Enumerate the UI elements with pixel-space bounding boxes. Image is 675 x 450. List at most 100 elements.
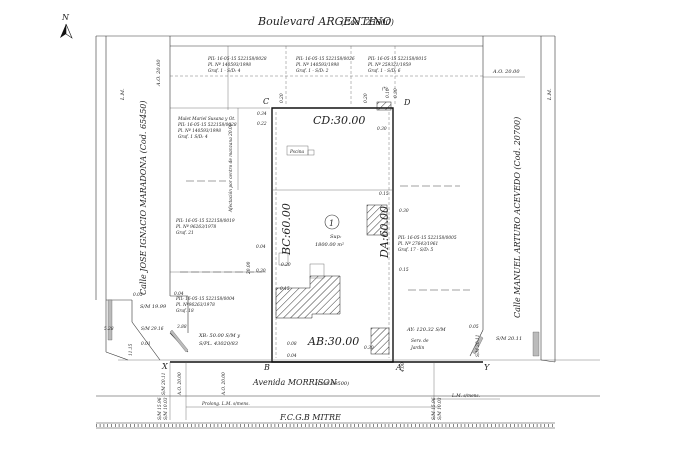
vertex-d: D <box>403 98 411 107</box>
parcel-text: Mulet Mariel Susana y Ot. <box>177 117 235 122</box>
point-y: Y <box>484 363 490 372</box>
corner-chamfer <box>131 321 161 361</box>
setback-label: Afectación por centro de manzana 20.00 <box>229 123 234 213</box>
building-bottom-right <box>370 327 390 355</box>
parcel-left-3: PII: 16-05-15 522158/0004 Pl. Nº96263/19… <box>175 297 235 314</box>
left-lm-label: L.M. <box>120 88 126 101</box>
point-x: X <box>161 362 168 371</box>
parcel-text: Pl. Nº 140593/1998 <box>177 128 221 134</box>
dim: 0.30 <box>256 269 266 274</box>
curb-corner-right <box>471 335 484 355</box>
parcel-text: Graf. 17 - S/D: 5 <box>398 248 434 253</box>
parcel-right-1: PII: 16-05-15 522158/0005 Pl. Nº 27643/1… <box>397 236 457 253</box>
dim: 0.15 <box>280 287 290 292</box>
side-ab: AB:30.00 <box>307 335 359 348</box>
pool-step <box>307 149 315 156</box>
sm-bottom: S/M 10.03 <box>164 397 169 420</box>
curb-left <box>107 299 113 341</box>
sm-bottom: S/M 10.03 <box>438 397 443 420</box>
serv-label: Serv. de <box>411 339 429 344</box>
lot-number-circle <box>324 214 340 230</box>
parcel-text: Graf. 21 <box>176 231 194 236</box>
parcel-text: Graf. 1 - S/D: 4 <box>208 69 241 74</box>
side-bc: BC:60.00 <box>280 203 293 256</box>
sm-bottom: S/M 15.96 <box>432 397 437 420</box>
lm-right-label: L.M. s/mens. <box>451 394 480 399</box>
avenue-name: Avenida MORRISON <box>252 378 338 387</box>
dim: 0.20 <box>364 93 369 103</box>
dim: 0.04 <box>174 292 184 297</box>
dim: 0.04 <box>287 354 297 359</box>
ao-bottom: A.O. 20.00 <box>222 372 227 396</box>
vertex-b: B <box>263 363 270 372</box>
pool-label: Pscina <box>289 150 305 155</box>
parcel-top-3: PII: 16-05-15 522158/0015 Pl. Nº 259321/… <box>367 57 427 74</box>
parcel-text: Pl. Nº96263/1978 <box>175 302 215 308</box>
parcel-text: PII: 16-05-15 522158/0019 <box>175 219 235 224</box>
dim: 0.30 <box>364 346 374 351</box>
rail-name: F.C.G.B MITRE <box>279 413 341 422</box>
railway: F.C.G.B MITRE <box>96 413 555 429</box>
dim: 0.15 <box>379 192 389 197</box>
dim: 0.01 <box>141 342 151 347</box>
top-street-code: (Cod. 25600) <box>341 18 394 27</box>
lot-number: 1 <box>329 219 334 228</box>
sm-label: S/M 20.11 <box>476 335 481 357</box>
parcel-text: PII: 16-05-15 522158/0004 <box>175 297 235 302</box>
parcel-left-1: Mulet Mariel Susana y Ot. PII: 16-05-15 … <box>177 117 237 140</box>
building-right <box>366 204 388 236</box>
corner-edge <box>540 359 556 363</box>
sm-bottom: S/M 20.11 <box>162 373 167 395</box>
dim: 0.30 <box>399 209 409 214</box>
dimension-labels: 0.20 0.34 0.22 0.20 (*) 0.10 0.30 0.30 0… <box>247 87 479 373</box>
dim: 0.05 <box>133 293 143 298</box>
dim: 0.05 <box>469 325 479 330</box>
parcel-top-1: PII: 16-05-15 522158/0028 Pl. Nº 140593/… <box>207 57 267 74</box>
vertex-c: C <box>263 97 269 106</box>
north-arrow-icon: N <box>60 13 73 39</box>
parcel-text: PII: 16-05-15 522158/0028 <box>207 57 267 62</box>
parcel-text: PII: 16-05-15 522158/0015 <box>367 57 427 62</box>
avenue-code: (Cod. 69500) <box>316 380 349 387</box>
curb-corner <box>169 329 189 353</box>
parcel-text: Pl. Nº 140593/1998 <box>207 62 251 68</box>
parcel-text: Graf. 1 - S/D: 6 <box>368 69 401 74</box>
corner-hatch <box>376 101 392 111</box>
parcel-text: PII: 16-05-15 522158/0028 <box>177 123 237 128</box>
left-street-name: Calle JOSE IGNACIO MARADONA (Cod. 65450) <box>139 100 148 295</box>
building-main <box>275 275 341 319</box>
sm-bottom: S/M 15.96 <box>158 397 163 420</box>
dim: 11.15 <box>129 343 134 356</box>
parcel-top-2: PII: 16-05-15 522158/0026 Pl. Nº 140593/… <box>295 57 355 74</box>
lot-sup-label: Sup: <box>330 234 342 240</box>
corner-left: 0.05 0.04 S/M 19.99 5.28 11.15 S/M 29.16… <box>104 292 240 371</box>
parcel-text: Graf. 1 - S/D: 2 <box>296 69 329 74</box>
ao-bottom: A.O. 20.00 <box>178 372 183 396</box>
dim: 0.15 <box>399 268 409 273</box>
corner-edge <box>105 351 129 361</box>
right-street-name: Calle MANUEL ARTURO ACEVEDO (Cod. 20700) <box>513 117 522 318</box>
sm-label: S/M 20.11 <box>496 336 522 342</box>
parcel-text: Pl. Nº 259321/1959 <box>367 62 411 68</box>
parcel-text: Pl. Nº 96263/1978 <box>175 224 216 230</box>
xb-label: XB: 50.00 S/M y <box>198 333 240 339</box>
dim: 0.04 <box>256 245 266 250</box>
right-ao-label: A.O. 20.00 <box>492 69 520 75</box>
dim: 20.00 <box>247 261 252 275</box>
side-cd: CD:30.00 <box>313 114 365 127</box>
dim: (*) <box>382 87 388 92</box>
dim: 0.08 <box>287 342 297 347</box>
dim: 0.10 <box>386 88 391 98</box>
serv-label: Jardin <box>410 346 424 351</box>
building-annex <box>309 263 325 279</box>
dim: 0.22 <box>257 122 267 127</box>
spl-label: S/PL. 43020/83 <box>199 341 238 347</box>
left-ao-label: A.O. 20.00 <box>156 59 162 87</box>
dim: 0.34 <box>257 112 267 117</box>
parcel-text: Graf. 18 <box>176 309 194 314</box>
sm-label: S/M 29.16 <box>141 327 164 332</box>
corner-right: AY: 120.32 S/M Serv. de Jardin S/M 20.11… <box>406 327 556 372</box>
dim: 0.20 <box>281 263 291 268</box>
parcel-text: PII: 16-05-15 522158/0026 <box>295 57 355 62</box>
